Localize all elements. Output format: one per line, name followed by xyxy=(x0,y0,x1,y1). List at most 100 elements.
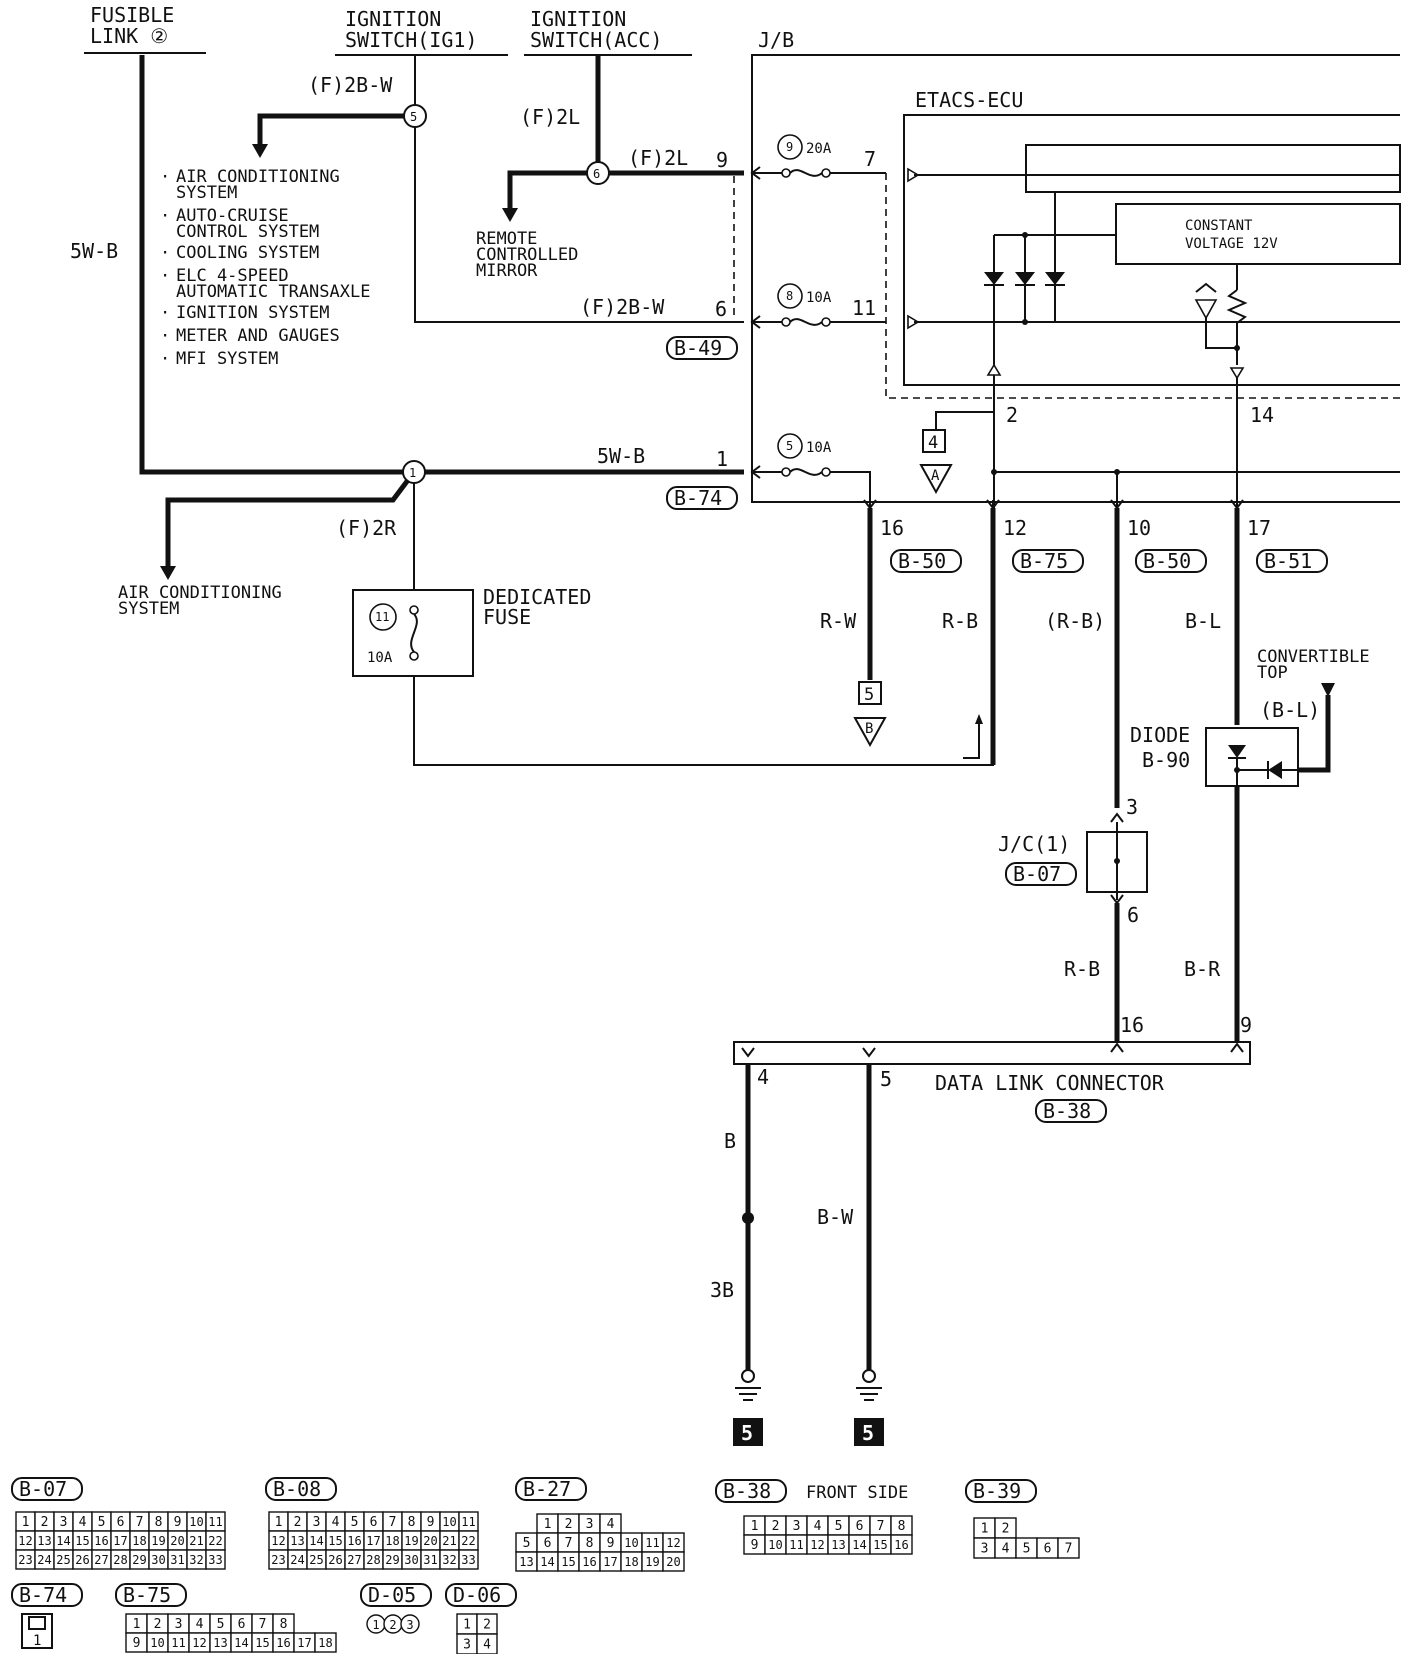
pin-16b: 16 xyxy=(1120,1013,1144,1037)
svg-text:·: · xyxy=(160,206,170,226)
aircon-label-1: AIR CONDITIONING xyxy=(118,583,282,603)
connector-pin-number: 14 xyxy=(852,1538,866,1552)
connector-pin-number: 3 xyxy=(586,1517,594,1532)
system-5: IGNITION SYSTEM xyxy=(176,303,330,323)
pin-6b: 6 xyxy=(1127,903,1139,927)
pin-7: 7 xyxy=(864,147,876,171)
connector-b50b: B-50 xyxy=(1135,549,1207,573)
connector-pin-number: 11 xyxy=(645,1536,659,1550)
connector-pin-number: 8 xyxy=(898,1519,906,1534)
connector-pin-number: 5 xyxy=(523,1536,531,1551)
ref-b: B xyxy=(865,721,873,737)
ref-4: 4 xyxy=(928,433,938,453)
connector-pin-number: 10 xyxy=(442,1515,456,1529)
dlc-label: DATA LINK CONNECTOR xyxy=(935,1071,1165,1095)
splice-6: 6 xyxy=(586,161,610,185)
pin-11: 11 xyxy=(852,296,876,320)
fuse-9: 9 20A 7 xyxy=(750,134,886,180)
connector-pin-number: 15 xyxy=(255,1636,269,1650)
connector-pin-number: 3 xyxy=(981,1542,989,1557)
connector-pin-number: 5 xyxy=(1023,1542,1031,1557)
connector-pin-number: 26 xyxy=(75,1553,89,1567)
fuse-5-amp: 10A xyxy=(806,440,832,456)
fusible-link-label-1: FUSIBLE xyxy=(90,3,174,27)
connector-pin-number: 9 xyxy=(174,1515,182,1530)
diode-label-1: DIODE xyxy=(1130,723,1190,747)
fuse-5: 5 10A xyxy=(750,433,871,508)
wire-rb-paren: (R-B) xyxy=(1045,609,1105,633)
remote-mirror-3: MIRROR xyxy=(476,261,538,281)
connector-pin-number: 8 xyxy=(155,1515,163,1530)
connector-pin-number: 27 xyxy=(347,1553,361,1567)
connector-pin-number: 14 xyxy=(540,1555,554,1569)
pin-12: 12 xyxy=(1003,516,1027,540)
connector-pin-number: 24 xyxy=(290,1553,304,1567)
connector-pin-number: 13 xyxy=(519,1555,533,1569)
connector-pin-number: 30 xyxy=(404,1553,418,1567)
system-7: MFI SYSTEM xyxy=(176,349,278,369)
acc-label-2: SWITCH(ACC) xyxy=(530,28,662,52)
dedicated-fuse-label-1: DEDICATED xyxy=(483,585,591,609)
connector-pin-number: 29 xyxy=(385,1553,399,1567)
connector-b50b-label: B-50 xyxy=(1143,549,1191,573)
wire-f2r: (F)2R xyxy=(336,516,397,540)
connector-pin-number: 15 xyxy=(328,1534,342,1548)
connector-pin-number: 7 xyxy=(1065,1542,1073,1557)
view-b75-label: B-75 xyxy=(123,1583,171,1607)
connector-pin-number: 2 xyxy=(41,1515,49,1530)
aircon-label-2: SYSTEM xyxy=(118,599,179,619)
fuse-9-num: 9 xyxy=(786,140,793,154)
connector-pin-number: 16 xyxy=(94,1534,108,1548)
wire-5wb-left: 5W-B xyxy=(70,239,118,263)
ground-icon: 5 xyxy=(854,1369,884,1446)
pin-14: 14 xyxy=(1250,403,1274,427)
connector-b51-label: B-51 xyxy=(1264,549,1312,573)
connector-pin-number: 16 xyxy=(582,1555,596,1569)
view-b27-label: B-27 xyxy=(523,1477,571,1501)
system-1b: SYSTEM xyxy=(176,183,237,203)
connector-pin-number: 12 xyxy=(271,1534,285,1548)
wire-rb-upper: R-B xyxy=(942,609,978,633)
connector-pin-number: 30 xyxy=(151,1553,165,1567)
ig1-systems-list: · AIR CONDITIONING SYSTEM · AUTO-CRUISE … xyxy=(160,167,370,369)
connector-b74: B-74 xyxy=(666,486,738,510)
connector-pin-cell xyxy=(890,1534,913,1555)
connector-pin-number: 4 xyxy=(332,1515,340,1530)
pin-9: 9 xyxy=(716,148,728,172)
connector-pin-number: 8 xyxy=(586,1536,594,1551)
connector-b38-label: B-38 xyxy=(1043,1099,1091,1123)
connector-pin-number: 9 xyxy=(751,1538,759,1553)
fuse-11-amp: 10A xyxy=(367,650,393,666)
diode-icon xyxy=(984,272,1065,286)
connector-b75-label: B-75 xyxy=(1020,549,1068,573)
connector-pin-number: 23 xyxy=(18,1553,32,1567)
connector-pin-number: 1 xyxy=(981,1522,989,1537)
connector-pin-number: 3 xyxy=(463,1638,471,1653)
fuse-8: 8 10A 11 xyxy=(750,283,886,329)
connector-pin-number: 25 xyxy=(309,1553,323,1567)
connector-pin-number: 10 xyxy=(768,1538,782,1552)
connector-pin-number: 18 xyxy=(132,1534,146,1548)
connector-pin-number: 18 xyxy=(318,1636,332,1650)
wire-3b: 3B xyxy=(710,1278,734,1302)
wire-f2l-top: (F)2L xyxy=(520,105,580,129)
connector-pin-number: 13 xyxy=(213,1636,227,1650)
connector-pin-number: 19 xyxy=(645,1555,659,1569)
connector-pin-number: 11 xyxy=(171,1636,185,1650)
system-4: ELC 4-SPEED xyxy=(176,266,289,286)
etacs-label: ETACS-ECU xyxy=(915,88,1023,112)
connector-pin-number: 5 xyxy=(98,1515,106,1530)
connector-pin-number: 2 xyxy=(565,1517,573,1532)
connector-pin-number: 29 xyxy=(132,1553,146,1567)
connector-b07: B-07 xyxy=(1005,862,1077,886)
connector-pin-number: 16 xyxy=(347,1534,361,1548)
connector-pin-number: 17 xyxy=(603,1555,617,1569)
constant-voltage-label-2: VOLTAGE 12V xyxy=(1185,236,1278,252)
connector-pin-number: 4 xyxy=(483,1638,491,1653)
wire-b: B xyxy=(724,1129,736,1153)
pin-6: 6 xyxy=(715,297,727,321)
acc-header: IGNITION SWITCH(ACC) xyxy=(524,7,692,56)
connector-pin-number: 3 xyxy=(406,1618,413,1632)
